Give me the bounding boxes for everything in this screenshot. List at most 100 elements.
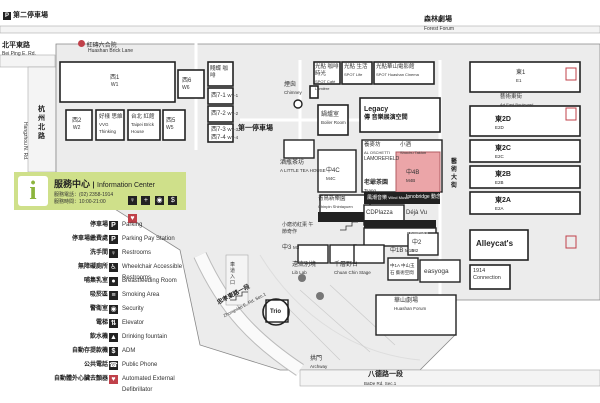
old-tea-en: Tsang xyxy=(364,188,377,193)
building-vvg[interactable]: 好樣 思維 VVG Thinking xyxy=(99,114,123,135)
archway[interactable]: 拱門 Archway xyxy=(310,356,327,370)
spot-lumiere[interactable]: 光點 咖啡時光 SPOT Café Lumière xyxy=(315,64,341,92)
legend-row-pay-station: 停車場繳費處 P Parking Pay Station xyxy=(6,234,184,245)
aed-icon: ♥ xyxy=(109,375,118,384)
building-m4c[interactable]: 中4C M4C xyxy=(326,168,340,182)
xiao-liao[interactable]: 小磨坊紅棗 午節奇作 xyxy=(282,222,314,235)
legend-row-security: 警衛室 ◉ Security xyxy=(6,304,184,315)
legend-en: Smoking Area xyxy=(122,292,160,298)
chuanchin-zh: 千層野台 xyxy=(334,262,359,268)
spot-cinema-en: SPOT Huashan Cinema xyxy=(376,72,419,77)
building-w6[interactable]: 西6 W6 xyxy=(182,78,191,92)
building-w74[interactable]: 西7-4 W7-4 xyxy=(211,134,238,142)
spot-cinema-zh: 光點華山電影館 xyxy=(376,64,415,70)
boiler-zh: 鍋爐室 xyxy=(321,112,340,118)
w6-en: W6 xyxy=(182,85,190,91)
archway-zh: 拱門 xyxy=(310,356,323,362)
w2-en: W2 xyxy=(72,125,81,131)
w1-zh: 西1 xyxy=(110,75,120,81)
old-tea-garden[interactable]: 老爺茶園 Tsang xyxy=(364,180,388,194)
building-w73[interactable]: 西7-3 W7-3 xyxy=(211,126,238,134)
lamorefield[interactable]: LAMOREFIELD xyxy=(364,156,400,162)
alleycats[interactable]: Alleycat's xyxy=(476,239,514,248)
forest-forum-zh[interactable]: 森林劇場 xyxy=(424,16,452,23)
security-icon: ◉ xyxy=(109,305,118,314)
e2d-en: E2D xyxy=(495,125,504,130)
hangzhou-road-en: Hangzhou N. Rd. xyxy=(22,122,28,161)
legend-row-phone: 公共電話 ☎ Public Phone xyxy=(6,360,184,371)
building-w2[interactable]: 西2 W2 xyxy=(72,118,81,132)
brick-lane-label[interactable]: 紅磚六合院 xyxy=(78,40,117,50)
w5-zh: 西5 xyxy=(166,118,176,124)
first-aid-icon: + xyxy=(141,196,151,205)
legend-zh: 飲水機 xyxy=(89,334,108,340)
chuan-chin-stage[interactable]: 千層野台 Chuan Chin Stage xyxy=(334,262,371,276)
legend-row-breastfeeding: 哺集乳室 ● Breastfeeding Room xyxy=(6,276,184,287)
shochu[interactable]: 小酒 Shochu Taklon xyxy=(400,142,426,156)
lumiere-zh: 光點 咖啡時光 xyxy=(315,64,339,77)
w1-en: W1 xyxy=(110,82,119,88)
building-m1a[interactable]: 中1A 中山玉石 藝術空間 xyxy=(390,263,415,275)
forum-zh: 華山劇場 xyxy=(394,298,419,304)
info-center-panel[interactable]: i 服務中心 | Information Center 服務電話：(02) 23… xyxy=(14,172,186,223)
building-e2c[interactable]: 東2C E2C xyxy=(495,145,511,161)
building-m3[interactable]: 中3 M3 xyxy=(282,244,299,252)
building-m1b[interactable]: 中1B M1B xyxy=(390,247,414,255)
parking-second-label[interactable]: P 第二停車場 xyxy=(3,12,48,20)
building-w72[interactable]: 西7-2 W7-2 xyxy=(211,110,238,118)
forest-forum-en: Forest Forum xyxy=(424,26,455,32)
shochu-zh: 小酒 xyxy=(400,142,412,148)
wind-music[interactable]: 風潮音樂 Wind Music xyxy=(367,194,409,202)
w71-en: W7-1 xyxy=(227,93,239,98)
archway-en: Archway xyxy=(310,364,328,369)
boiler-room[interactable]: 鍋爐室 Boiler Room xyxy=(321,112,346,126)
vvg-en: VVG Thinking xyxy=(99,122,117,134)
shoufang[interactable]: 養麥坊 AL OSCHETTI xyxy=(364,142,390,156)
info-divider: | xyxy=(92,182,95,189)
w72-zh: 西7-2 xyxy=(211,111,226,117)
building-w71[interactable]: 西7-1 W7-1 xyxy=(211,92,238,100)
building-e2d[interactable]: 東2D E2D xyxy=(495,116,511,132)
legend-en: Wheelchair Accessible Restrooms xyxy=(122,264,183,281)
building-e2b[interactable]: 東2B E2B xyxy=(495,171,511,187)
legend-en: Parking Pay Station xyxy=(122,236,175,242)
chimney-label[interactable]: 煙囪 Chimney xyxy=(284,82,302,96)
conn-en: Connection xyxy=(473,275,501,281)
legend-en: ADM xyxy=(122,348,136,354)
cafe-label[interactable]: 賤蝶 咖啡 xyxy=(210,66,229,79)
restroom-icon: ♀ xyxy=(128,196,137,205)
wind-zh: 風潮音樂 xyxy=(367,195,388,201)
legend-en: Security xyxy=(122,306,144,312)
lib-lab[interactable]: 遠流別境 Lib Lab xyxy=(292,262,316,276)
building-e1[interactable]: 東1 E1 xyxy=(516,70,525,84)
easyoga[interactable]: easyoga xyxy=(424,268,449,275)
info-icon: i xyxy=(18,176,48,206)
cdplazza[interactable]: CDPlazza xyxy=(366,210,393,216)
spot-cinema[interactable]: 光點華山電影館 SPOT Huashan Cinema xyxy=(376,64,419,78)
building-m2[interactable]: 中2 M2 xyxy=(412,240,421,254)
building-w1[interactable]: 西1 W1 xyxy=(110,75,119,89)
parking-first-label[interactable]: 第一停車場 xyxy=(238,125,273,133)
building-m4b[interactable]: 中4B M4B xyxy=(406,170,419,184)
m4c-en: M4C xyxy=(326,176,336,181)
spot-life-zh: 光點 生活 xyxy=(344,64,368,70)
legend-en: Parking xyxy=(122,222,143,228)
dejavu[interactable]: Déjà Vu xyxy=(406,210,428,216)
conn-zh: 1914 xyxy=(473,268,486,274)
legacy-label[interactable]: Legacy 傳 音樂展演空間 xyxy=(364,106,408,122)
chinpin[interactable]: 青鳥新樂園 Chinpin Shintayuen xyxy=(318,196,353,210)
building-e2a[interactable]: 東2A E2A xyxy=(495,197,511,213)
connection-1914[interactable]: 1914 Connection xyxy=(473,268,501,282)
building-brick-house[interactable]: 台北 紅館 Taipei Brick House xyxy=(131,114,159,135)
huashan-forum[interactable]: 華山劇場 Huashan Forum xyxy=(394,298,426,312)
e1-en: E1 xyxy=(516,78,522,83)
breastfeeding-icon: ● xyxy=(109,277,118,286)
trio[interactable]: Trio xyxy=(270,309,282,315)
innobridge[interactable]: Innobridge 動念 xyxy=(406,194,441,201)
m2-zh: 中2 xyxy=(412,240,422,246)
spot-life[interactable]: 光點 生活 SPOT Life xyxy=(344,64,372,78)
legend-zh: 停車場 xyxy=(89,222,108,228)
little-tea-house[interactable]: 酒瓶茶坊 A LITTLE TEA HOUSE xyxy=(280,160,326,174)
building-w5[interactable]: 西5 W5 xyxy=(166,118,175,132)
chinpin-en: Chinpin Shintayuen xyxy=(318,204,353,209)
